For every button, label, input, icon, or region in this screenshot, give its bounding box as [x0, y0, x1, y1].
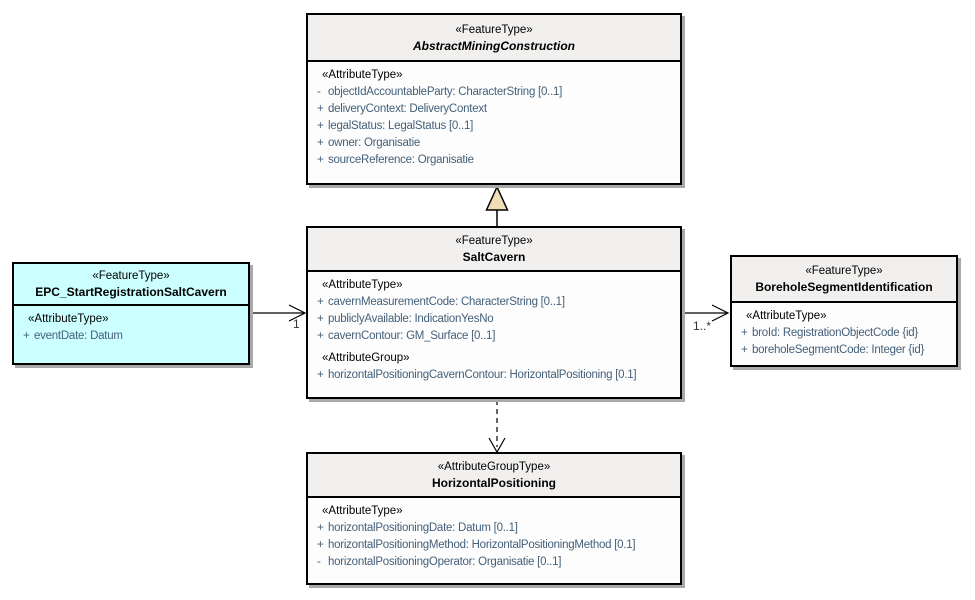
visibility-marker: + [317, 330, 324, 342]
attribute-section-stereotype: «AttributeType» [322, 69, 403, 81]
attribute-row: + horizontalPositioningDate: Datum [0..1… [308, 520, 680, 537]
class-name: BoreholeSegmentIdentification [755, 280, 933, 294]
attribute-section-stereotype: «AttributeType» [322, 505, 403, 517]
class-name: AbstractMiningConstruction [413, 38, 575, 53]
attribute-row: + cavernContour: GM_Surface [0..1] [308, 328, 680, 345]
class-box-abstract-mining-construction[interactable]: «FeatureType» AbstractMiningConstruction… [306, 13, 682, 185]
class-box-borehole-segment-identification[interactable]: «FeatureType» BoreholeSegmentIdentificat… [730, 255, 958, 367]
attribute-text: legalStatus: LegalStatus [0..1] [328, 120, 474, 132]
class-stereotype: «AttributeGroupType» [437, 461, 551, 473]
class-attributes-compartment: «AttributeType» + cavernMeasurementCode:… [308, 272, 680, 384]
association-right-connector [682, 304, 730, 322]
attribute-group-section-stereotype: «AttributeGroup» [322, 352, 410, 364]
class-stereotype: «FeatureType» [92, 270, 170, 282]
attribute-text: cavernMeasurementCode: CharacterString [… [328, 296, 565, 308]
visibility-marker: + [741, 344, 748, 356]
attribute-row: + legalStatus: LegalStatus [0..1] [308, 118, 680, 135]
visibility-marker: + [317, 103, 324, 115]
visibility-marker: - [317, 556, 321, 568]
attribute-row: + sourceReference: Organisatie [308, 152, 680, 169]
attribute-row: + horizontalPositioningMethod: Horizonta… [308, 537, 680, 554]
attribute-text: publiclyAvailable: IndicationYesNo [328, 313, 494, 325]
attribute-row: + boreholeSegmentCode: Integer {id} [732, 342, 956, 359]
class-header: «FeatureType» AbstractMiningConstruction [308, 15, 680, 62]
class-attributes-compartment: «AttributeType» + eventDate: Datum [14, 306, 248, 345]
attribute-row: + owner: Organisatie [308, 135, 680, 152]
class-name: SaltCavern [462, 250, 526, 264]
attribute-row: - objectIdAccountableParty: CharacterStr… [308, 84, 680, 101]
attribute-section-stereotype: «AttributeType» [322, 279, 403, 291]
association-left-connector [250, 304, 307, 322]
class-stereotype: «FeatureType» [455, 235, 533, 247]
visibility-marker: + [317, 137, 324, 149]
attribute-text: horizontalPositioningCavernContour: Hori… [328, 369, 637, 381]
class-attributes-compartment: «AttributeType» - objectIdAccountablePar… [308, 62, 680, 169]
attribute-text: horizontalPositioningOperator: Organisat… [328, 556, 562, 568]
attribute-text: horizontalPositioningMethod: HorizontalP… [328, 539, 636, 551]
visibility-marker: + [317, 154, 324, 166]
attribute-row: - horizontalPositioningOperator: Organis… [308, 554, 680, 571]
attribute-text: broId: RegistrationObjectCode {id} [752, 327, 919, 339]
visibility-marker: + [317, 539, 324, 551]
open-arrowhead-icon [288, 304, 307, 322]
class-header: «FeatureType» EPC_StartRegistrationSaltC… [14, 264, 248, 306]
class-name: HorizontalPositioning [432, 476, 556, 490]
attribute-text: owner: Organisatie [328, 137, 421, 149]
class-name: EPC_StartRegistrationSaltCavern [35, 285, 227, 299]
class-box-epc-start-registration-salt-cavern[interactable]: «FeatureType» EPC_StartRegistrationSaltC… [12, 262, 250, 365]
attribute-text: cavernContour: GM_Surface [0..1] [328, 330, 496, 342]
visibility-marker: + [317, 522, 324, 534]
class-header: «AttributeGroupType» HorizontalPositioni… [308, 454, 680, 498]
visibility-marker: + [741, 327, 748, 339]
visibility-marker: + [317, 120, 324, 132]
class-header: «FeatureType» BoreholeSegmentIdentificat… [732, 257, 956, 303]
attribute-text: horizontalPositioningDate: Datum [0..1] [328, 522, 518, 534]
attribute-section-stereotype: «AttributeType» [28, 313, 109, 325]
attribute-row: + cavernMeasurementCode: CharacterString… [308, 294, 680, 311]
visibility-marker: + [317, 313, 324, 325]
multiplicity-label-right: 1..* [693, 319, 712, 333]
attribute-row: + eventDate: Datum [14, 328, 248, 345]
attribute-text: boreholeSegmentCode: Integer {id} [752, 344, 925, 356]
attribute-row: + deliveryContext: DeliveryContext [308, 101, 680, 118]
generalization-connector [485, 185, 509, 226]
attribute-row: + horizontalPositioningCavernContour: Ho… [308, 367, 680, 384]
attribute-text: deliveryContext: DeliveryContext [328, 103, 487, 115]
attribute-row: + publiclyAvailable: IndicationYesNo [308, 311, 680, 328]
class-header: «FeatureType» SaltCavern [308, 228, 680, 272]
visibility-marker: + [317, 296, 324, 308]
class-box-horizontal-positioning[interactable]: «AttributeGroupType» HorizontalPositioni… [306, 452, 682, 585]
multiplicity-label-left: 1 [293, 317, 300, 331]
attribute-row: + broId: RegistrationObjectCode {id} [732, 325, 956, 342]
class-stereotype: «FeatureType» [455, 23, 533, 36]
attribute-section-stereotype: «AttributeType» [746, 310, 827, 322]
dependency-connector [488, 400, 506, 454]
class-box-salt-cavern[interactable]: «FeatureType» SaltCavern «AttributeType»… [306, 226, 682, 399]
visibility-marker: + [23, 330, 30, 342]
class-attributes-compartment: «AttributeType» + broId: RegistrationObj… [732, 303, 956, 359]
attribute-text: sourceReference: Organisatie [328, 154, 474, 166]
open-arrowhead-icon [711, 304, 730, 322]
class-stereotype: «FeatureType» [805, 265, 883, 277]
visibility-marker: - [317, 86, 321, 98]
class-attributes-compartment: «AttributeType» + horizontalPositioningD… [308, 498, 680, 571]
generalization-triangle-icon [485, 185, 509, 211]
attribute-text: eventDate: Datum [34, 330, 123, 342]
visibility-marker: + [317, 369, 324, 381]
attribute-text: objectIdAccountableParty: CharacterStrin… [328, 86, 563, 98]
